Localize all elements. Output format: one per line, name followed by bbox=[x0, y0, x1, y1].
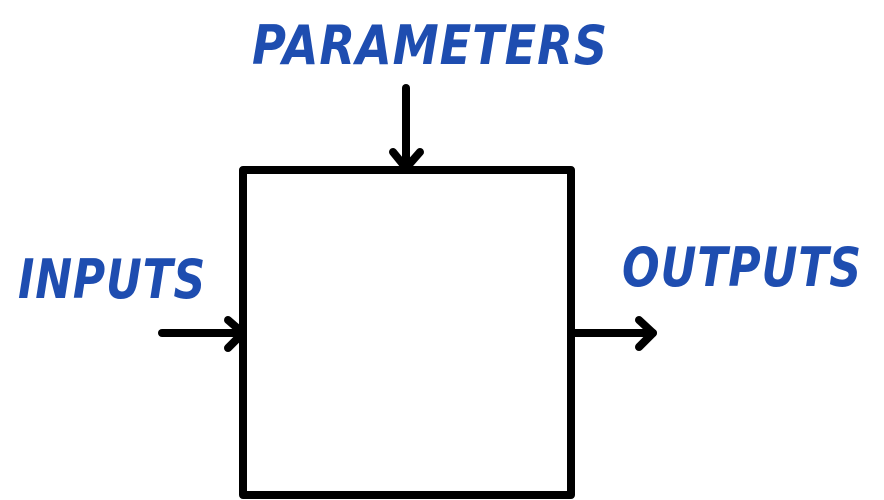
label-outputs: OUTPUTS bbox=[622, 236, 862, 299]
label-inputs: INPUTS bbox=[18, 248, 206, 311]
inputs-arrow bbox=[158, 316, 247, 352]
parameters-arrow bbox=[389, 84, 424, 172]
outputs-arrow bbox=[569, 316, 657, 351]
label-parameters: PARAMETERS bbox=[252, 14, 608, 77]
system-box bbox=[239, 166, 575, 499]
